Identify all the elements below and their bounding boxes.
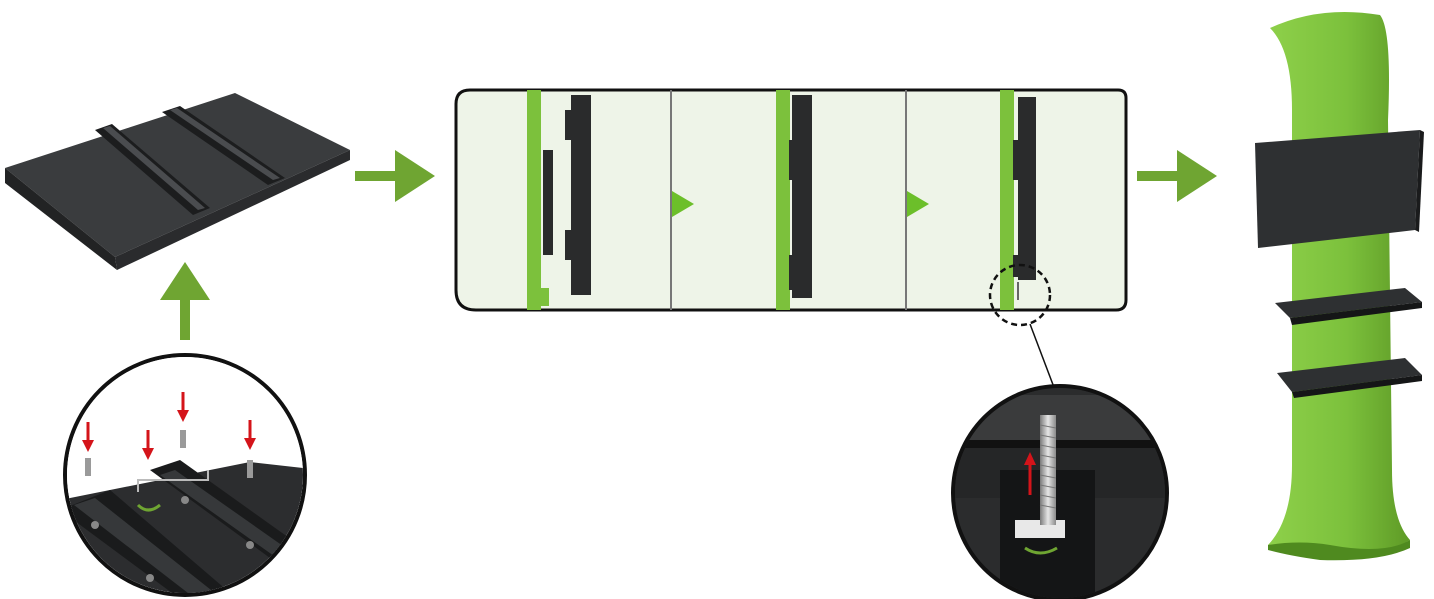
zoom-dashed-circle (988, 263, 1056, 391)
shelf-upper (1275, 288, 1422, 325)
bolt-up-arrow-icon (1024, 452, 1036, 495)
play-triangle-1-icon (672, 191, 694, 217)
screw-arrow-3-icon (177, 392, 189, 448)
mounting-rail-right (162, 106, 285, 185)
frame-1 (527, 90, 591, 310)
screw-arrow-2-icon (142, 430, 154, 460)
frame-3 (1000, 90, 1036, 310)
screen-with-brackets (5, 93, 350, 270)
assembled-stand (1255, 11, 1424, 561)
mounting-rail-left (95, 124, 210, 215)
screw-arrow-4-icon (244, 420, 256, 478)
hang-screen-sequence (454, 88, 1128, 391)
display-screen (1255, 130, 1424, 248)
bolt-lock-detail (951, 384, 1169, 599)
frame-2 (776, 90, 812, 310)
screw-arrow-1-icon (82, 422, 94, 476)
arrow-right-2-icon (1137, 150, 1217, 202)
play-triangle-2-icon (907, 191, 929, 217)
attach-rails-detail (63, 353, 307, 597)
arrow-right-icon (355, 150, 435, 202)
arrow-up-icon (160, 262, 210, 340)
shelf-lower (1277, 358, 1422, 398)
